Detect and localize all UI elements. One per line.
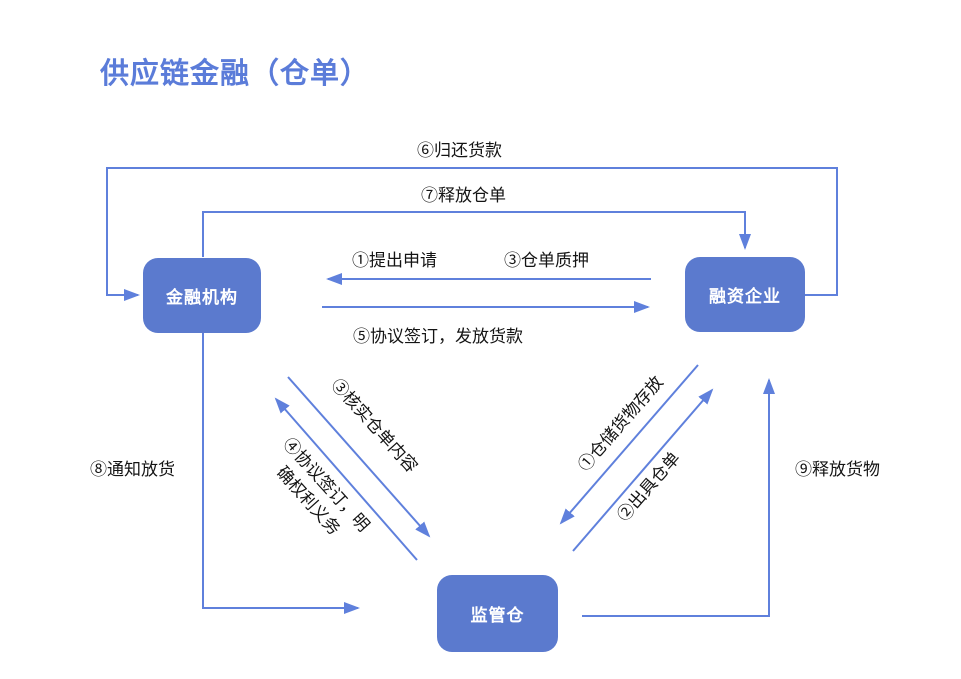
- arrow-step7-release-receipt: [202, 211, 751, 257]
- edge-label-step8-notify-release: ⑧通知放货: [90, 460, 175, 479]
- edge-label-step5-sign-agreement-grant-loan: ⑤协议签订，发放货款: [353, 327, 523, 346]
- edge-label-step4-sign-agreement-rights: ④协议签订，明 确权利义务: [272, 434, 374, 539]
- arrow-step9-release-goods: [582, 378, 775, 617]
- page-title: 供应链金融（仓单）: [100, 58, 371, 90]
- edge-label-step3-pledge-receipt: ③仓单质押: [504, 251, 589, 270]
- edge-label-step1-apply: ①提出申请: [352, 251, 437, 270]
- edge-label-step9-release-goods: ⑨释放货物: [795, 460, 880, 479]
- node-financing-enterprise: 融资企业: [685, 257, 805, 332]
- edge-label-step3-verify-receipt: ③核实仓单内容: [327, 375, 422, 477]
- edge-label-step7-release-receipt: ⑦释放仓单: [421, 186, 506, 205]
- node-supervised-warehouse: 监管仓: [437, 575, 558, 652]
- node-financial-institution: 金融机构: [143, 258, 261, 333]
- edge-label-step6-repay-loan: ⑥归还货款: [417, 141, 502, 160]
- edge-label-step2-issue-receipt: ②出具仓单: [613, 448, 684, 526]
